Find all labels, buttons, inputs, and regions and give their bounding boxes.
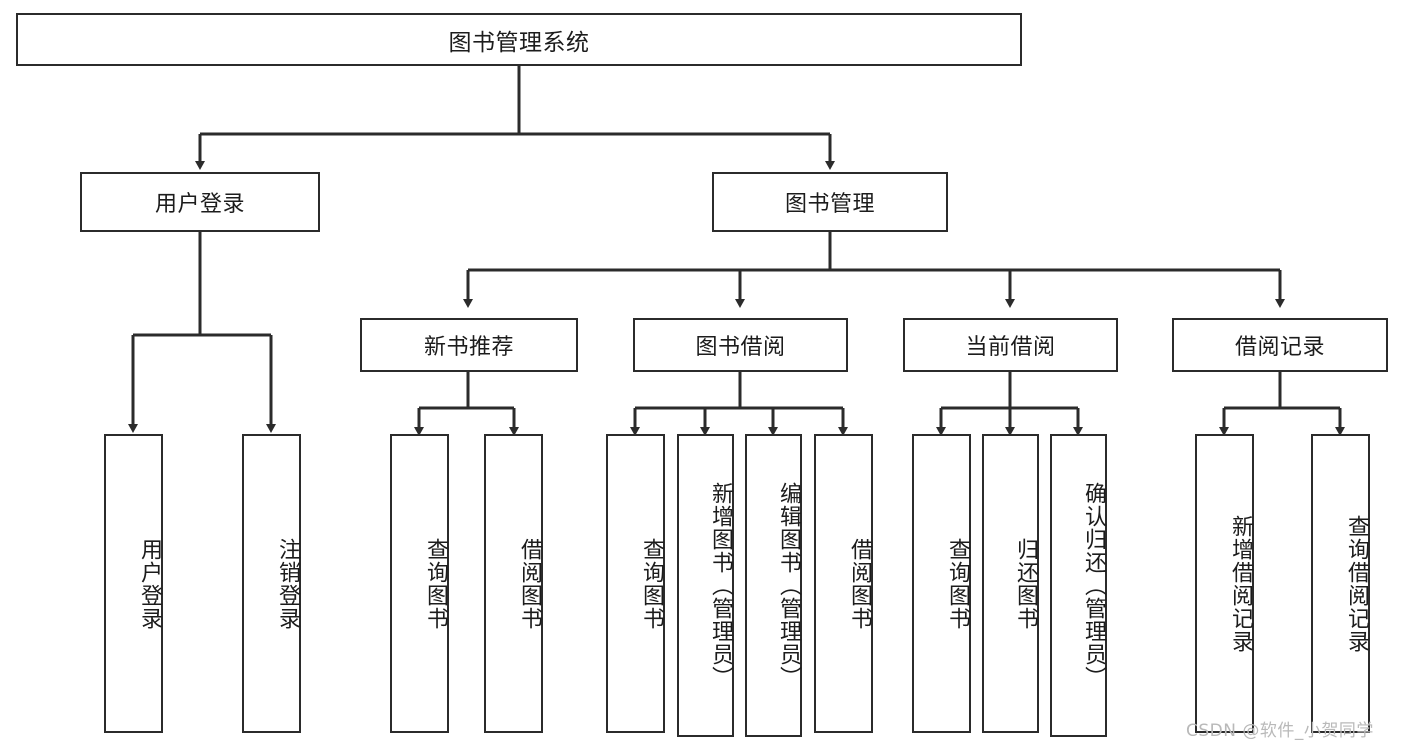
- node-leaf-edit-book[interactable]: 编辑图书（管理员）: [745, 434, 802, 737]
- node-root[interactable]: 图书管理系统: [16, 13, 1022, 66]
- node-root-label: 图书管理系统: [448, 29, 590, 56]
- node-borrow-record-label: 借阅记录: [1234, 335, 1325, 360]
- node-leaf-borrow-book-2-label: 借阅图书: [847, 537, 872, 630]
- node-leaf-return-book[interactable]: 归还图书: [982, 434, 1039, 733]
- node-leaf-query-book-2-label: 查询图书: [639, 537, 664, 630]
- node-user-login-label: 用户登录: [154, 192, 245, 217]
- node-leaf-return-book-label: 归还图书: [1013, 537, 1038, 630]
- node-leaf-borrow-book-1-label: 借阅图书: [517, 537, 542, 630]
- node-leaf-borrow-book-1[interactable]: 借阅图书: [484, 434, 543, 733]
- node-new-book-rec-label: 新书推荐: [423, 335, 514, 360]
- node-leaf-query-book-3[interactable]: 查询图书: [912, 434, 971, 733]
- node-leaf-user-login[interactable]: 用户登录: [104, 434, 163, 733]
- node-leaf-confirm-return[interactable]: 确认归还（管理员）: [1050, 434, 1107, 737]
- node-book-borrow[interactable]: 图书借阅: [633, 318, 848, 372]
- node-leaf-query-book-1[interactable]: 查询图书: [390, 434, 449, 733]
- node-leaf-logout-login[interactable]: 注销登录: [242, 434, 301, 733]
- node-book-manage[interactable]: 图书管理: [712, 172, 948, 232]
- node-leaf-confirm-return-label: 确认归还（管理员）: [1081, 482, 1106, 689]
- node-user-login[interactable]: 用户登录: [80, 172, 320, 232]
- node-leaf-add-book[interactable]: 新增图书（管理员）: [677, 434, 734, 737]
- node-leaf-query-record[interactable]: 查询借阅记录: [1311, 434, 1370, 733]
- node-leaf-edit-book-label: 编辑图书（管理员）: [776, 482, 801, 689]
- node-leaf-query-book-1-label: 查询图书: [423, 537, 448, 630]
- node-leaf-logout-login-label: 注销登录: [275, 537, 300, 630]
- node-book-borrow-label: 图书借阅: [695, 335, 786, 360]
- node-leaf-add-record[interactable]: 新增借阅记录: [1195, 434, 1254, 733]
- node-leaf-add-record-label: 新增借阅记录: [1228, 514, 1253, 653]
- node-leaf-user-login-label: 用户登录: [137, 537, 162, 630]
- node-leaf-add-book-label: 新增图书（管理员）: [708, 482, 733, 689]
- node-leaf-query-record-label: 查询借阅记录: [1344, 514, 1369, 653]
- node-current-borrow-label: 当前借阅: [965, 335, 1056, 360]
- node-borrow-record[interactable]: 借阅记录: [1172, 318, 1388, 372]
- csdn-watermark: CSDN @软件_小贺同学: [1186, 721, 1374, 741]
- node-book-manage-label: 图书管理: [784, 192, 875, 217]
- node-leaf-query-book-3-label: 查询图书: [945, 537, 970, 630]
- node-new-book-rec[interactable]: 新书推荐: [360, 318, 578, 372]
- node-current-borrow[interactable]: 当前借阅: [903, 318, 1118, 372]
- node-leaf-query-book-2[interactable]: 查询图书: [606, 434, 665, 733]
- node-leaf-borrow-book-2[interactable]: 借阅图书: [814, 434, 873, 733]
